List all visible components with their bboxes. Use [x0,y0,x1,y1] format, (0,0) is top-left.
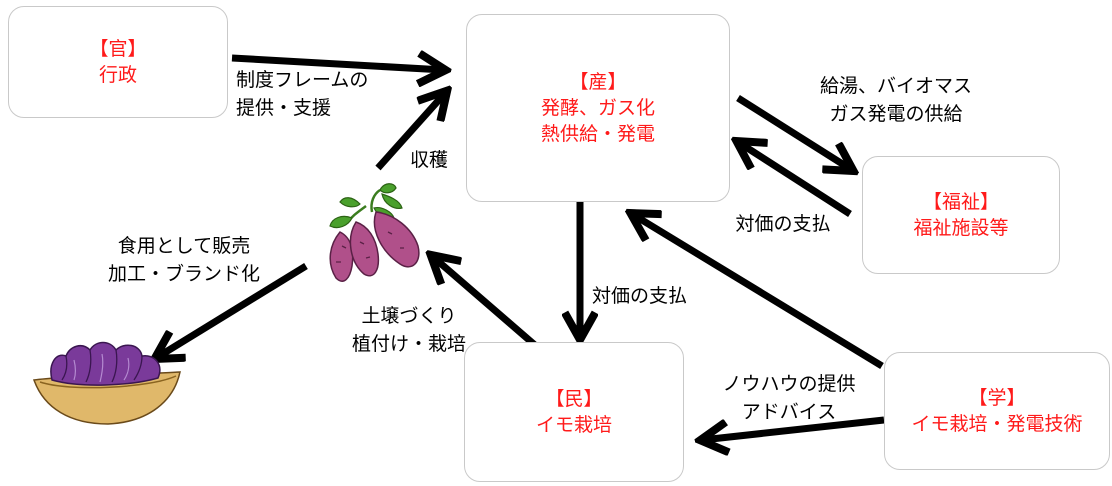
citizens-role: イモ栽培 [535,414,612,436]
industry-line1: 発酵、ガス化 [540,97,655,119]
academia-title: 【学】 [968,387,1026,409]
purple-sweet-potato-dish-icon [32,341,181,425]
academia-role: イモ栽培・発電技術 [911,413,1083,435]
food-sales-line2: 加工・ブランド化 [107,263,260,285]
gov-support-line1: 制度フレームの [236,69,369,91]
arrow-potato-to-dish [156,263,308,358]
harvest-text: 収穫 [409,149,448,171]
payment-welfare-label: 対価の支払 [708,210,858,238]
payment-citizens-label: 対価の支払 [592,282,732,310]
arrow-industry-to-welfare [736,95,852,170]
welfare-title: 【福祉】 [922,191,999,213]
cultivation-line2: 植付け・栽培 [351,333,466,355]
arrow-academia-to-industry [632,214,884,369]
arrow-citizens-to-potato [432,256,539,349]
cultivation-label: 土壌づくり 植付け・栽培 [336,302,482,358]
industry-line2: 熱供給・発電 [540,123,655,145]
government-title: 【官】 [89,38,147,60]
payment-citizens-text: 対価の支払 [592,285,688,307]
knowhow-line2: アドバイス [741,401,837,423]
welfare-role: 福祉施設等 [913,217,1009,239]
supply-label: 給湯、バイオマス ガス発電の供給 [796,72,996,128]
citizens-title: 【民】 [545,388,603,410]
industry-title: 【産】 [569,71,627,93]
arrow-academia-to-citizens [702,416,885,440]
gov-support-line2: 提供・支援 [236,97,332,119]
sweet-potato-icon [329,183,420,282]
supply-line2: ガス発電の供給 [829,103,963,125]
knowhow-label: ノウハウの提供 アドバイス [704,370,874,426]
supply-line1: 給湯、バイオマス [819,75,972,97]
knowhow-line1: ノウハウの提供 [722,373,856,395]
arrow-welfare-to-industry [738,142,852,217]
industry-box: 【産】 発酵、ガス化 熱供給・発電 [466,14,730,202]
arrow-gov-to-industry [231,58,444,70]
payment-welfare-text: 対価の支払 [735,213,831,235]
academia-box: 【学】 イモ栽培・発電技術 [884,352,1110,470]
food-sales-line1: 食用として販売 [117,235,251,257]
arrow-harvest-to-industry [375,92,446,171]
citizens-box: 【民】 イモ栽培 [464,342,684,482]
gov-support-label: 制度フレームの 提供・支援 [236,66,369,122]
welfare-box: 【福祉】 福祉施設等 [862,156,1060,274]
harvest-label: 収穫 [398,146,460,174]
government-box: 【官】 行政 [8,6,228,118]
food-sales-label: 食用として販売 加工・ブランド化 [96,232,272,288]
cultivation-line1: 土壌づくり [361,305,457,327]
government-role: 行政 [98,64,137,86]
